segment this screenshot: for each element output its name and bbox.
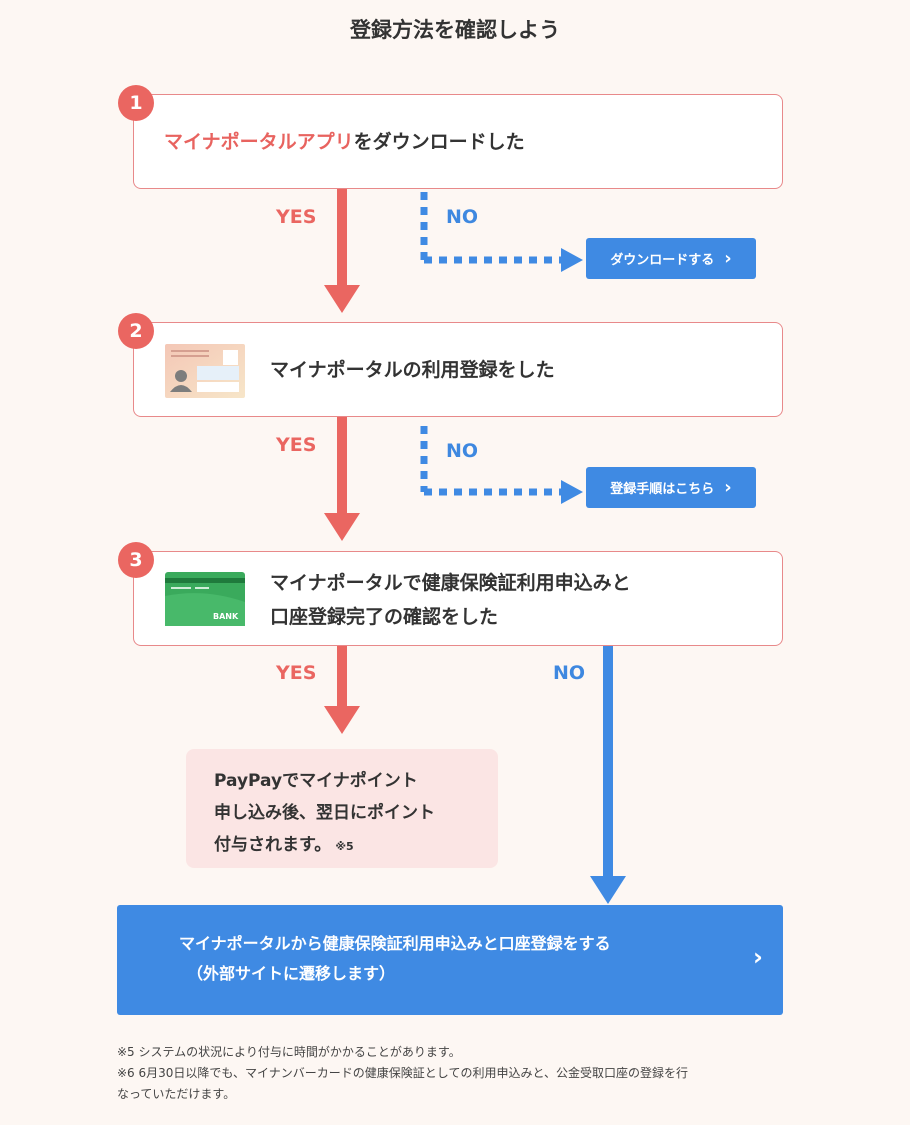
chevron-right-icon: ›	[724, 248, 732, 269]
paypay-result-box: PayPayでマイナポイント 申し込み後、翌日にポイント 付与されます。※5	[186, 749, 498, 868]
footnote-5: ※5 システムの状況により付与に時間がかかることがあります。	[117, 1045, 461, 1059]
no-label-1: NO	[446, 206, 479, 228]
step-3-box: BANK マイナポータルで健康保険証利用申込みと 口座登録完了の確認をした	[133, 551, 783, 646]
no-label-2: NO	[446, 440, 479, 462]
yes-arrow-2	[324, 417, 360, 541]
no-dotted-arrow-1	[420, 192, 583, 272]
no-dotted-arrow-2	[420, 426, 583, 504]
yes-label-1: YES	[276, 206, 317, 228]
yes-label-3: YES	[276, 662, 317, 684]
step-3-line-1: マイナポータルで健康保険証利用申込みと	[270, 572, 631, 594]
result-line-3: 付与されます。	[214, 835, 332, 855]
register-steps-button[interactable]: 登録手順はこちら ›	[586, 467, 756, 508]
step-2-box: マイナポータルの利用登録をした	[133, 322, 783, 417]
step-1-box: マイナポータルアプリをダウンロードした	[133, 94, 783, 189]
result-line-2: 申し込み後、翌日にポイント	[214, 803, 435, 823]
yes-arrow-3	[324, 646, 360, 734]
page-title: 登録方法を確認しよう	[350, 18, 560, 42]
step-1-text: マイナポータルアプリをダウンロードした	[164, 125, 525, 159]
no-arrow-3	[590, 646, 626, 904]
step-3-line-2: 口座登録完了の確認をした	[270, 606, 499, 628]
download-button-label: ダウンロードする	[610, 253, 715, 268]
cta-line-1: マイナポータルから健康保険証利用申込みと口座登録をする	[179, 934, 611, 953]
step-1-badge: 1	[118, 85, 154, 121]
step-1-label: をダウンロードした	[353, 131, 525, 153]
result-line-1: PayPayでマイナポイント	[214, 771, 418, 791]
register-on-myna-portal-button[interactable]: マイナポータルから健康保険証利用申込みと口座登録をする （外部サイトに遷移します…	[117, 905, 783, 1015]
chevron-right-icon: ›	[753, 943, 763, 971]
yes-arrow-1	[324, 189, 360, 313]
footnote-6-line-2: なっていただけます。	[117, 1087, 236, 1101]
step-2-badge: 2	[118, 313, 154, 349]
app-name-highlight: マイナポータルアプリ	[164, 131, 354, 153]
bank-label: BANK	[213, 612, 239, 621]
footnotes: ※5 システムの状況により付与に時間がかかることがあります。 ※6 6月30日以…	[117, 1042, 797, 1105]
result-footnote-ref: ※5	[335, 840, 354, 853]
yes-label-2: YES	[276, 434, 317, 456]
chevron-right-icon: ›	[724, 477, 732, 498]
cta-text: マイナポータルから健康保険証利用申込みと口座登録をする （外部サイトに遷移します…	[179, 929, 699, 989]
no-label-3: NO	[553, 662, 586, 684]
footnote-6-line-1: ※6 6月30日以降でも、マイナンバーカードの健康保険証としての利用申込みと、公…	[117, 1066, 688, 1080]
step-2-text: マイナポータルの利用登録をした	[270, 359, 555, 381]
cta-line-2: （外部サイトに遷移します）	[187, 964, 396, 983]
step-3-text: マイナポータルで健康保険証利用申込みと 口座登録完了の確認をした	[270, 566, 631, 634]
bank-card-icon: BANK	[165, 572, 245, 626]
register-steps-button-label: 登録手順はこちら	[610, 482, 715, 497]
download-button[interactable]: ダウンロードする ›	[586, 238, 756, 279]
my-number-card-icon	[165, 344, 245, 398]
step-3-badge: 3	[118, 542, 154, 578]
